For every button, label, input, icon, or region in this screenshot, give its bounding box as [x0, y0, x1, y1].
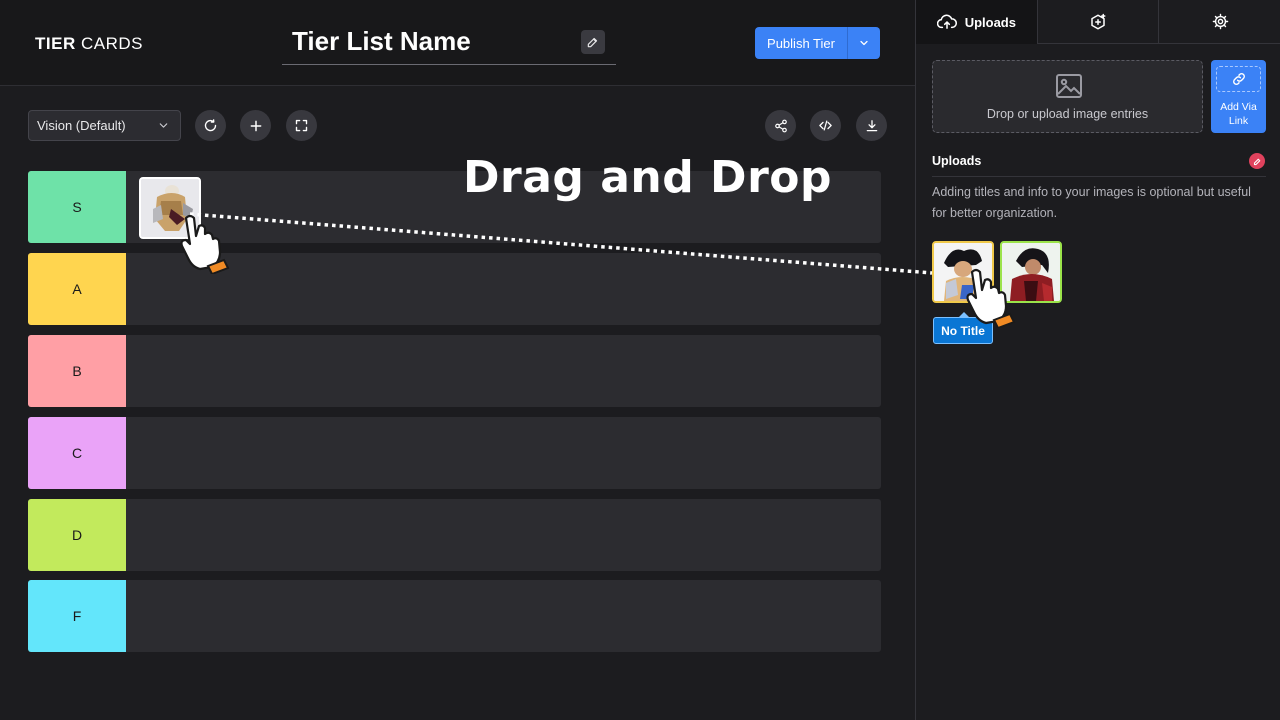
character-portrait-icon [934, 243, 992, 301]
plus-icon [250, 120, 261, 131]
side-panel: Uploads Drop or upload image entries [915, 0, 1280, 720]
tier-label-f[interactable]: F [28, 580, 126, 652]
dropzone-text: Drop or upload image entries [986, 107, 1149, 121]
top-bar: TIER CARDS Tier List Name Publish Tier [0, 0, 915, 86]
publish-tier-button-group: Publish Tier [755, 27, 880, 59]
preset-select[interactable]: Vision (Default) [28, 110, 181, 141]
tab-uploads-label: Uploads [964, 14, 1016, 30]
share-icon [774, 119, 787, 132]
tier-label-a[interactable]: A [28, 253, 126, 325]
gear-icon [1212, 13, 1228, 30]
tier-row-a[interactable]: A [28, 253, 881, 325]
tier-label-c[interactable]: C [28, 417, 126, 489]
tier-row-b[interactable]: B [28, 335, 881, 407]
tab-add-item[interactable] [1037, 0, 1160, 44]
fullscreen-icon [295, 119, 308, 132]
add-row-button[interactable] [240, 110, 271, 141]
fullscreen-button[interactable] [286, 110, 317, 141]
cloud-upload-icon [936, 14, 957, 29]
image-icon [1056, 74, 1082, 98]
download-button[interactable] [856, 110, 887, 141]
reset-icon [204, 119, 217, 132]
character-figure-icon [141, 179, 199, 237]
chevron-down-icon [860, 40, 868, 46]
download-icon [866, 119, 877, 131]
tier-row-f[interactable]: F [28, 580, 881, 652]
add-via-link-button[interactable]: Add Via Link [1211, 60, 1266, 133]
upload-thumbnail[interactable] [1000, 241, 1062, 303]
character-portrait-icon [1002, 243, 1060, 301]
tier-item-image[interactable] [139, 177, 201, 239]
pencil-icon [587, 37, 598, 48]
box-plus-icon [1091, 13, 1106, 29]
tier-row-d[interactable]: D [28, 499, 881, 571]
chevron-down-icon [159, 123, 168, 128]
uploads-description: Adding titles and info to your images is… [932, 185, 1251, 220]
reset-button[interactable] [195, 110, 226, 141]
publish-tier-button[interactable]: Publish Tier [755, 27, 848, 59]
panel-tabs: Uploads [916, 0, 1280, 44]
image-dropzone[interactable]: Drop or upload image entries [932, 60, 1203, 133]
tier-label-s[interactable]: S [28, 171, 126, 243]
uploads-heading: Uploads [932, 154, 982, 168]
add-via-link-label: Add Via Link [1220, 101, 1257, 127]
tier-label-b[interactable]: B [28, 335, 126, 407]
divider [932, 176, 1266, 177]
tier-row-s[interactable]: S [28, 171, 881, 243]
edit-title-button[interactable] [581, 30, 605, 54]
page-title[interactable]: Tier List Name [292, 26, 471, 56]
drag-drop-caption: Drag and Drop [463, 152, 833, 203]
logo-bold: TIER [35, 34, 76, 53]
share-button[interactable] [765, 110, 796, 141]
logo-light: CARDS [80, 34, 143, 53]
upload-thumbnail[interactable] [932, 241, 994, 303]
link-icon [1232, 73, 1245, 85]
embed-code-button[interactable] [810, 110, 841, 141]
tier-row-c[interactable]: C [28, 417, 881, 489]
code-icon [819, 120, 832, 131]
link-icon-box [1216, 66, 1261, 92]
upload-title-tooltip: No Title [933, 312, 993, 344]
clear-uploads-button[interactable] [1249, 153, 1265, 169]
tab-settings[interactable] [1159, 0, 1280, 44]
publish-options-dropdown[interactable] [848, 27, 880, 59]
app-logo[interactable]: TIER CARDS [35, 34, 143, 54]
tier-label-d[interactable]: D [28, 499, 126, 571]
preset-select-value: Vision (Default) [37, 118, 126, 133]
tier-list-title-field[interactable]: Tier List Name [282, 22, 616, 65]
pencil-icon [1253, 158, 1260, 165]
tab-uploads[interactable]: Uploads [916, 0, 1038, 44]
